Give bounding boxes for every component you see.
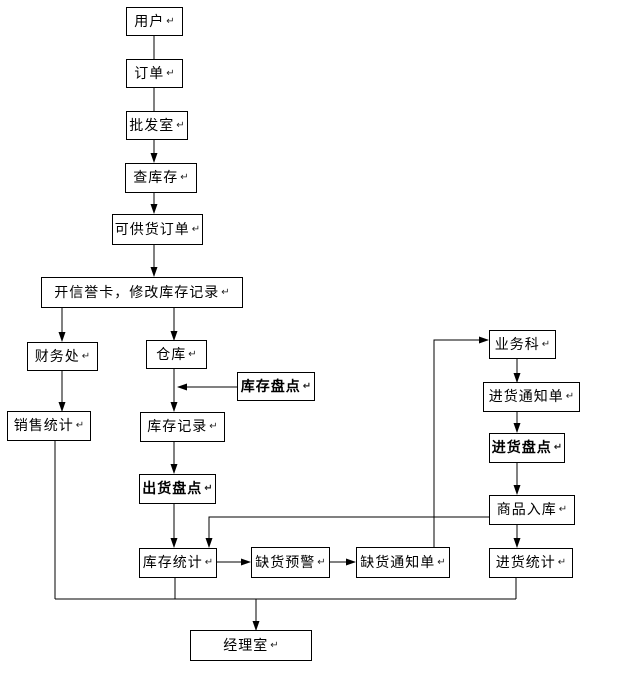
return-mark-icon: ↵ [166,15,175,27]
return-mark-icon: ↵ [541,338,551,350]
edge-stockoutnotice-businessdept [433,336,489,547]
node-purchase-count: 进货盘点↵ [489,433,565,463]
node-available-order: 可供货订单↵ [112,214,203,245]
node-stockout-alert: 缺货预警↵ [251,547,330,578]
node-purchase-stats: 进货统计↵ [489,548,573,578]
node-manager-office-label: 经理室 [223,637,269,654]
node-inventory-count-label: 库存盘点 [240,378,301,395]
node-order-label: 订单 [134,65,165,82]
node-stockout-notice-label: 缺货通知单 [360,554,436,571]
node-finance-office-label: 财务处 [34,348,80,365]
node-order: 订单↵ [126,59,183,88]
return-mark-icon: ↵ [557,557,567,568]
node-purchase-notice-label: 进货通知单 [488,389,564,405]
node-inventory-stats: 库存统计↵ [139,548,217,578]
return-mark-icon: ↵ [209,421,218,432]
return-mark-icon: ↵ [75,420,85,431]
node-sales-stats: 销售统计↵ [7,411,91,441]
edge-goodsinbound-invstats [205,516,489,548]
return-mark-icon: ↵ [437,556,446,568]
node-user: 用户↵ [126,7,183,36]
node-inventory-stats-label: 库存统计 [142,555,203,571]
return-mark-icon: ↵ [176,119,185,131]
return-mark-icon: ↵ [204,557,214,568]
return-mark-icon: ↵ [204,483,213,494]
node-check-inventory: 查库存↵ [125,163,197,193]
node-manager-office: 经理室↵ [190,630,312,661]
node-business-dept: 业务科↵ [489,330,556,359]
return-mark-icon: ↵ [270,639,279,651]
node-inventory-record-label: 库存记录 [147,419,208,435]
node-finance-office: 财务处↵ [27,342,98,371]
node-shipment-count-label: 出货盘点 [142,481,203,497]
node-available-order-label: 可供货订单 [114,221,190,238]
return-mark-icon: ↵ [221,286,230,298]
return-mark-icon: ↵ [81,350,91,362]
node-sales-stats-label: 销售统计 [13,418,74,434]
node-shipment-count: 出货盘点↵ [139,474,216,504]
node-inventory-count: 库存盘点↵ [237,372,315,401]
return-mark-icon: ↵ [317,556,326,568]
node-wholesale-room-label: 批发室 [129,117,175,134]
node-open-credit-update-inventory: 开信誉卡，修改库存记录↵ [41,277,243,308]
node-stockout-alert-label: 缺货预警 [255,554,316,571]
node-warehouse: 仓库↵ [146,340,207,369]
node-goods-inbound-label: 商品入库 [496,502,557,518]
node-check-inventory-label: 查库存 [133,170,179,186]
node-purchase-stats-label: 进货统计 [495,555,556,571]
node-warehouse-label: 仓库 [156,346,187,363]
return-mark-icon: ↵ [166,67,175,79]
return-mark-icon: ↵ [191,223,201,235]
return-mark-icon: ↵ [553,442,563,453]
return-mark-icon: ↵ [565,391,575,402]
node-open-credit-update-inventory-label: 开信誉卡，修改库存记录 [54,284,220,301]
return-mark-icon: ↵ [180,172,189,183]
node-business-dept-label: 业务科 [494,336,540,353]
node-wholesale-room: 批发室↵ [126,111,188,140]
node-goods-inbound: 商品入库↵ [489,495,575,525]
node-user-label: 用户 [134,13,165,30]
node-stockout-notice: 缺货通知单↵ [356,547,450,578]
node-inventory-record: 库存记录↵ [140,412,225,442]
return-mark-icon: ↵ [558,504,568,515]
node-purchase-notice: 进货通知单↵ [483,382,580,412]
node-purchase-count-label: 进货盘点 [491,440,552,456]
return-mark-icon: ↵ [302,380,312,392]
return-mark-icon: ↵ [188,348,197,360]
